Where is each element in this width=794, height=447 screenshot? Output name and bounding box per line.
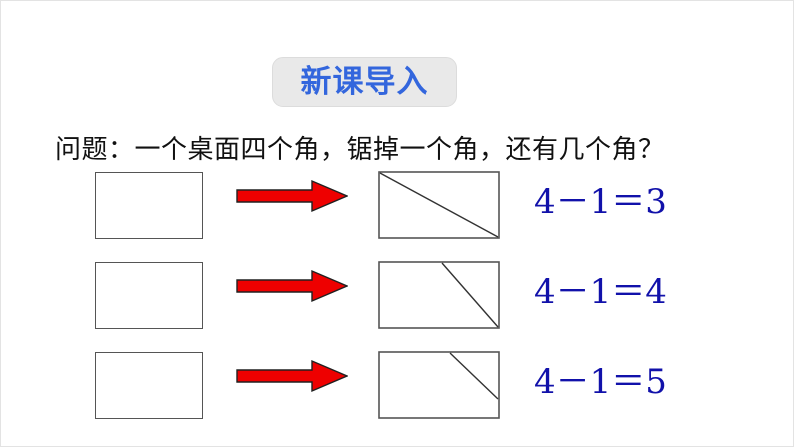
table-cut-rectangle (378, 351, 500, 419)
right-arrow-icon (236, 268, 349, 304)
lesson-title-banner: 新课导入 (272, 57, 457, 107)
example-row: 4－1＝5 (0, 346, 794, 436)
right-arrow-icon (236, 178, 349, 214)
table-cut-rectangle (378, 261, 500, 329)
question-text: 问题：一个桌面四个角，锯掉一个角，还有几个角？ (55, 135, 665, 165)
table-whole-rectangle (95, 262, 203, 329)
table-whole-rectangle (95, 352, 203, 419)
example-row: 4－1＝4 (0, 256, 794, 346)
table-whole-rectangle (95, 172, 203, 239)
right-arrow-icon (236, 358, 349, 394)
equation-result: 4－1＝4 (534, 272, 667, 312)
equation-result: 4－1＝3 (534, 182, 667, 222)
example-row: 4－1＝3 (0, 166, 794, 256)
page-title: 新课导入 (300, 63, 429, 100)
table-cut-rectangle (378, 171, 500, 239)
equation-result: 4－1＝5 (534, 362, 667, 402)
